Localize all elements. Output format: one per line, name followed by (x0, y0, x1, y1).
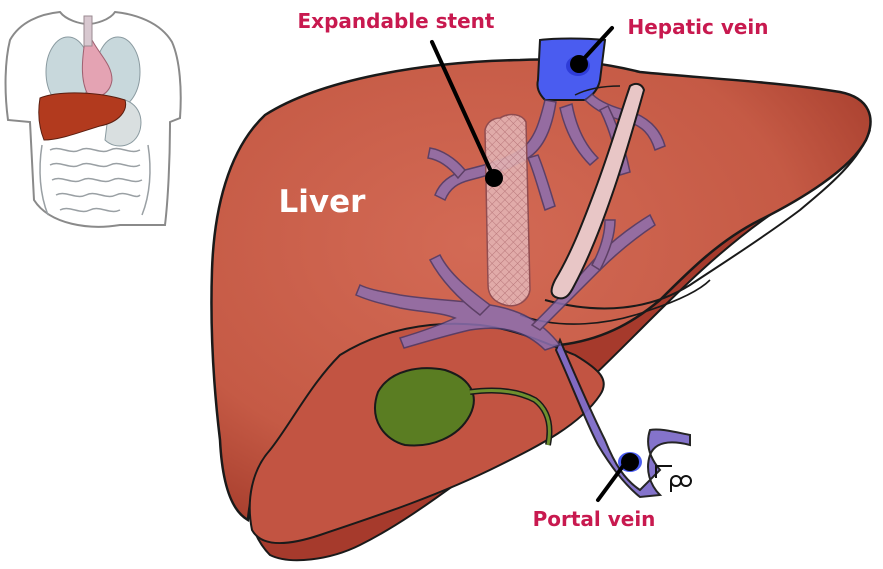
stent-leader-dot (485, 169, 503, 187)
portal-vein-label: Portal vein (533, 507, 656, 531)
hepatic-vein-label: Hepatic vein (627, 15, 768, 39)
stent-label: Expandable stent (298, 9, 495, 33)
torso-anatomy-icon (6, 12, 181, 227)
portal-vein-leader-dot (621, 453, 639, 471)
thumbnail-trachea (84, 16, 92, 46)
stent-tube (485, 115, 530, 306)
liver-label: Liver (279, 184, 367, 220)
stent (485, 115, 530, 306)
hepatic-vein-leader-dot (570, 55, 588, 73)
artist-signature (656, 466, 691, 492)
